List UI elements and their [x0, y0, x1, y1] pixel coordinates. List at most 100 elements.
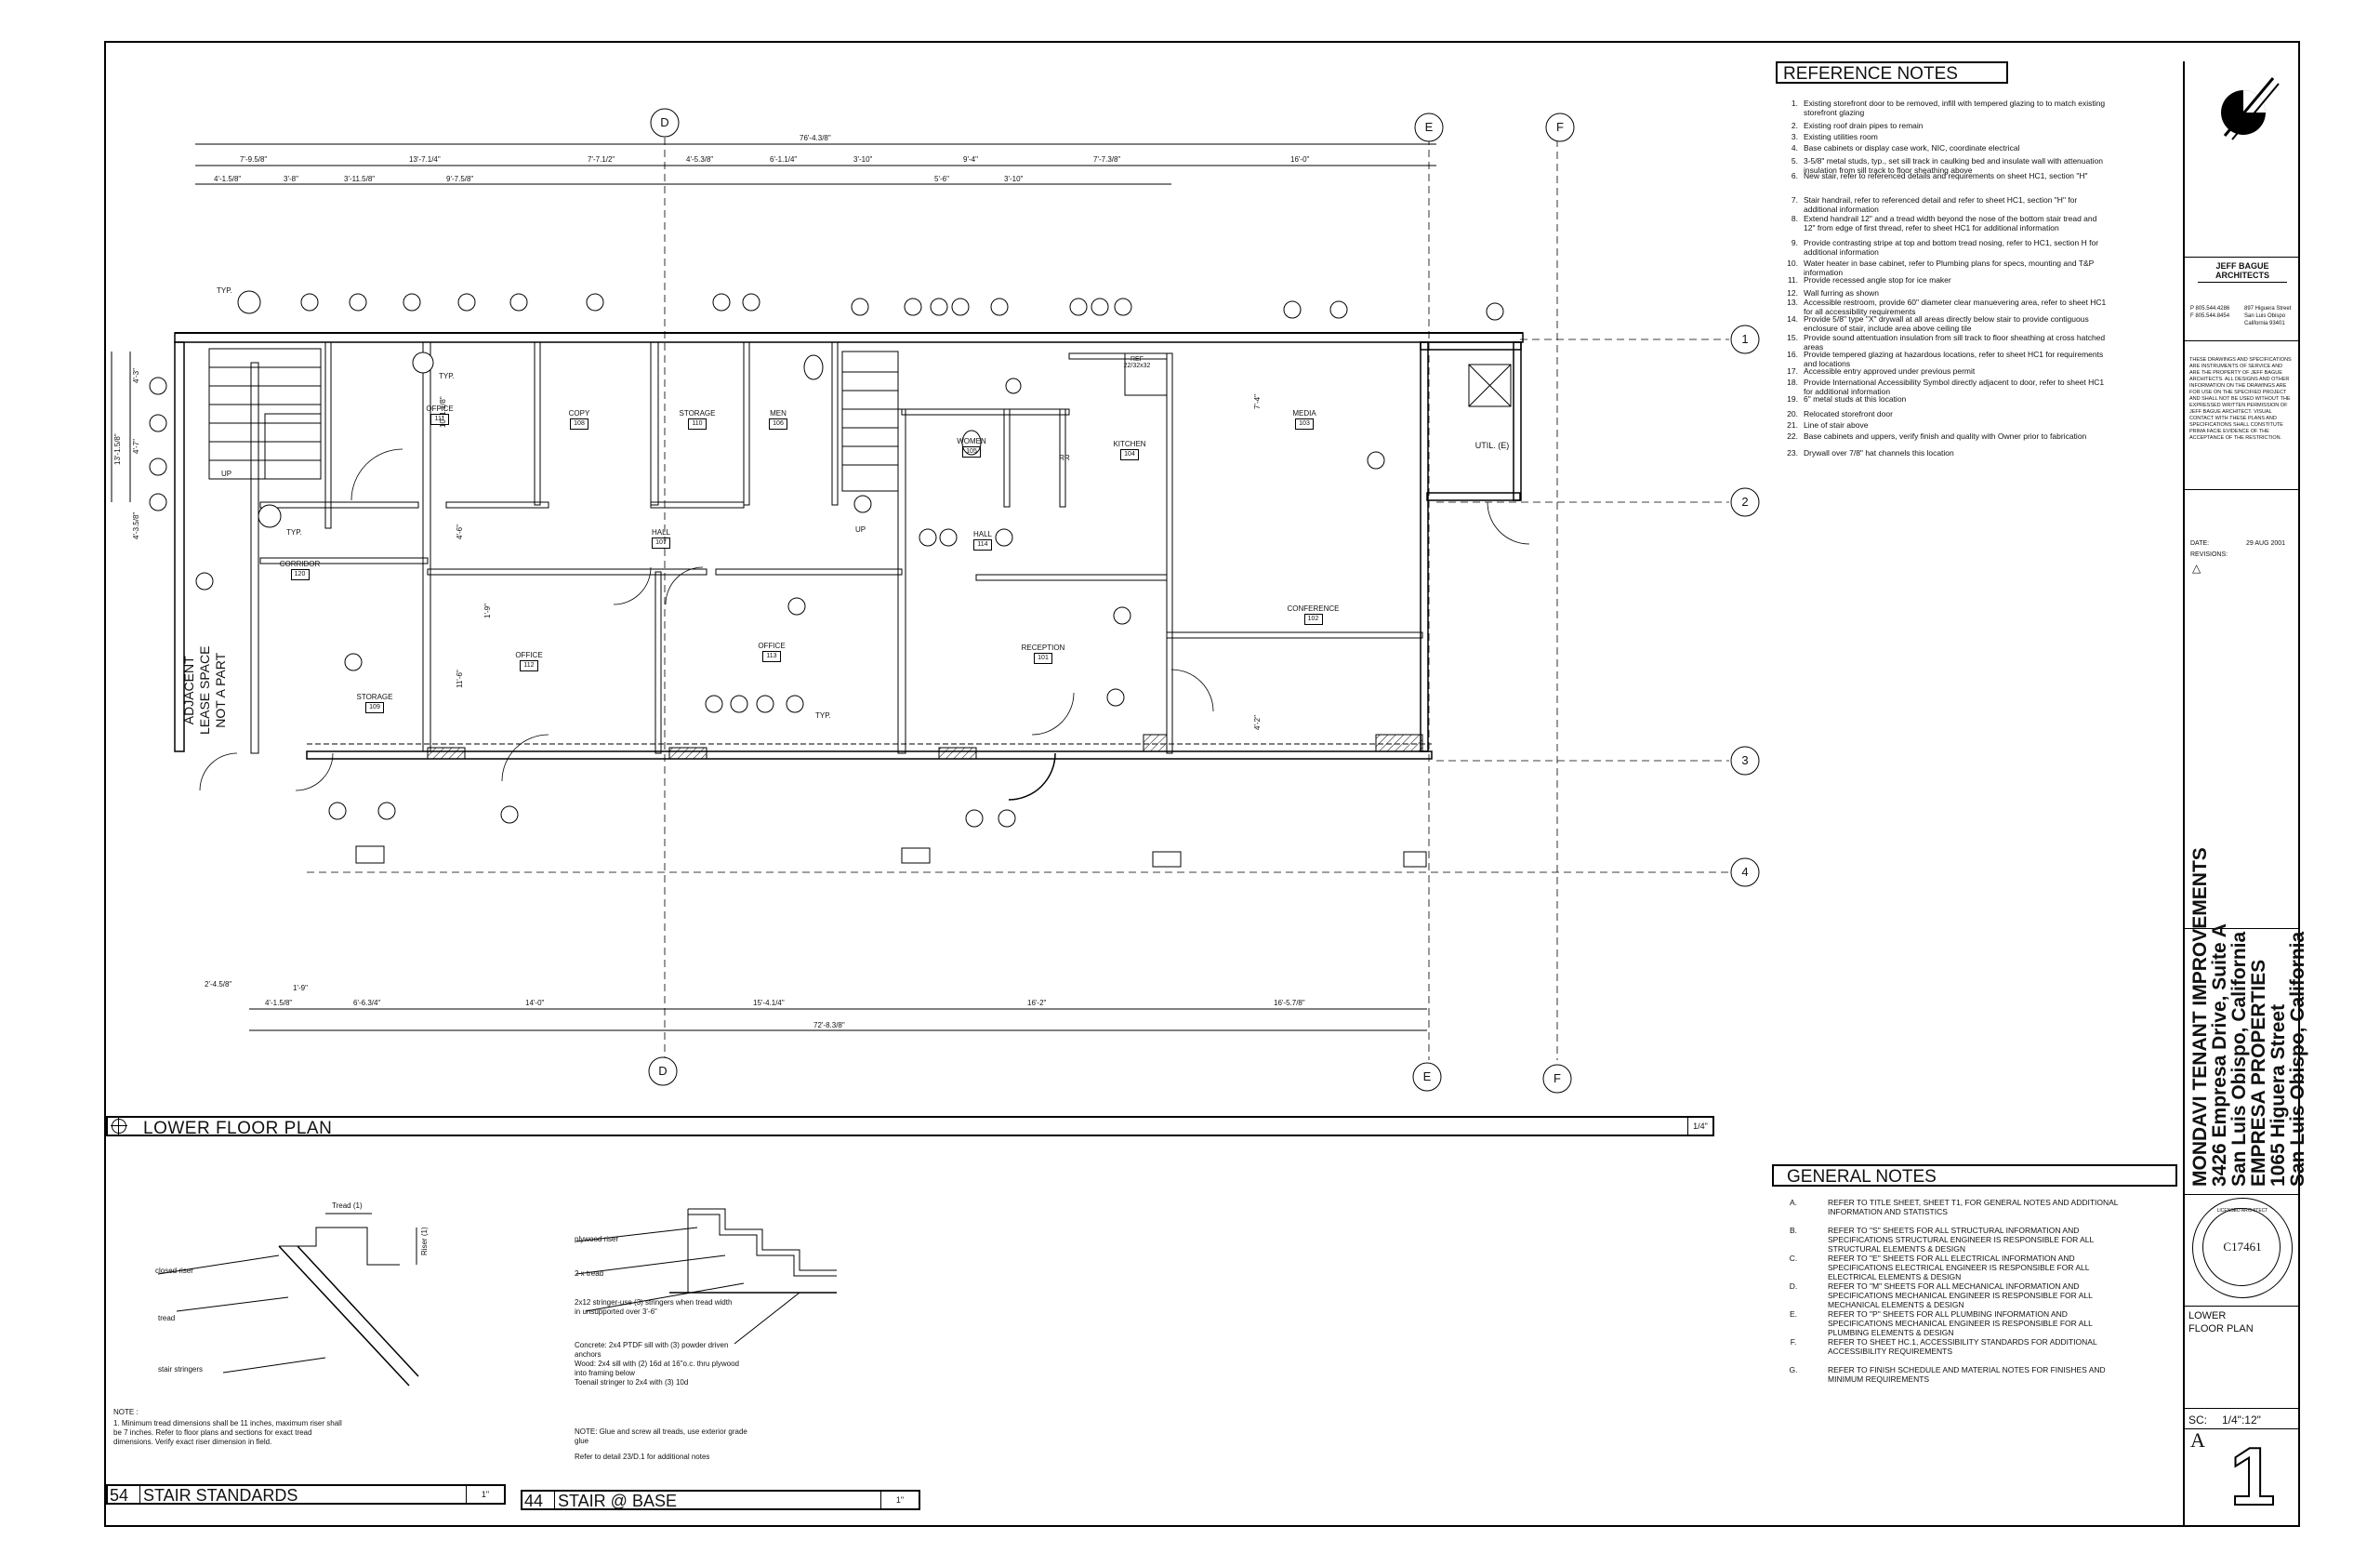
date-label: DATE: — [2190, 540, 2210, 547]
reference-note-text: Extend handrail 12" and a tread width be… — [1804, 214, 2097, 232]
reference-note-text: Drywall over 7/8" hat channels this loca… — [1804, 448, 1954, 458]
dim-top2-1: 3'-8" — [284, 175, 298, 183]
reference-note-text: Provide International Accessibility Symb… — [1804, 378, 2105, 396]
up-label-east: UP — [855, 525, 866, 534]
wall-men-w — [743, 341, 750, 506]
reference-note-number: 8. — [1791, 214, 1798, 223]
firm-addr-2: San Luis Obispo — [2244, 313, 2286, 319]
room-rr: RR — [1059, 454, 1070, 462]
reference-note-number: 18. — [1787, 378, 1798, 387]
grid-bubble-e-bottom — [1412, 1062, 1442, 1092]
grid-bubble-d-bottom — [648, 1056, 678, 1086]
reference-note-text: Water heater in base cabinet, refer to P… — [1804, 259, 2095, 277]
grid-label-1: 1 — [1741, 332, 1749, 346]
typ-label-4: TYP. — [815, 711, 831, 720]
stair-base-title: STAIR @ BASE — [558, 1492, 677, 1510]
plan-scale: 1/4" — [1687, 1118, 1712, 1135]
dim-top2-2: 3'-11.5/8" — [344, 175, 376, 183]
grid-bubble-d-top — [650, 108, 680, 138]
wall-south — [306, 750, 1433, 760]
base-label-concrete: Concrete: 2x4 PTDF sill with (3) powder … — [575, 1341, 729, 1359]
general-note-text: REFER TO TITLE SHEET, SHEET T1, FOR GENE… — [1828, 1198, 2119, 1216]
general-note-letter: G. — [1789, 1365, 1798, 1374]
stair-east — [841, 351, 899, 492]
typ-label: TYP. — [217, 286, 232, 295]
general-note-letter: E. — [1789, 1309, 1798, 1319]
dim-top-0: 7'-9.5/8" — [240, 155, 268, 164]
wall-hall-s2 — [715, 568, 903, 576]
wall-office113-w — [654, 571, 662, 754]
floor-drain — [1468, 364, 1512, 407]
dim-misc-7: 4'-2" — [1253, 715, 1262, 730]
reference-note-number: 7. — [1791, 195, 1798, 205]
reference-note-text: Existing utilities room — [1804, 132, 1878, 141]
reference-note-number: 6. — [1791, 171, 1798, 180]
ref-box — [1124, 352, 1168, 396]
reference-note-number: 5. — [1791, 156, 1798, 166]
toilet-men — [803, 354, 824, 380]
wall-reception-w — [897, 408, 906, 754]
owner-name: EMPRESA PROPERTIES — [2248, 959, 2269, 1187]
reference-note-text: 6" metal studs at this location — [1804, 394, 1907, 404]
reference-note-text: Stair handrail, refer to referenced deta… — [1804, 195, 2078, 214]
revision-triangle-icon: △ — [2192, 562, 2202, 575]
owner-city: San Luis Obispo, California — [2287, 931, 2308, 1187]
reference-note-text: New stair, refer to referenced details a… — [1804, 171, 2088, 180]
up-label-west: UP — [221, 470, 232, 478]
reference-note-number: 19. — [1787, 394, 1798, 404]
wall-storage-n — [259, 557, 429, 564]
wall-media-s — [1166, 631, 1423, 639]
grid-label-f-top: F — [1556, 120, 1564, 134]
wall-reception-n — [975, 574, 1168, 581]
stair-base-drawing — [575, 1208, 837, 1345]
stair-west — [208, 348, 322, 480]
room-util: UTIL. (E) — [1474, 441, 1510, 450]
scale-value: 1/4":12" — [2222, 1414, 2261, 1427]
dim-top2-3: 9'-7.5/8" — [446, 175, 474, 183]
reference-note-text: Line of stair above — [1804, 420, 1869, 430]
reference-notes-header: REFERENCE NOTES — [1776, 61, 2008, 84]
grid-label-d-top: D — [660, 115, 669, 129]
reference-note-text: 3-5/8" metal studs, typ., set sill track… — [1804, 156, 2103, 175]
toilet-women — [961, 430, 982, 456]
firm-phone: P 805.544.4286 — [2190, 306, 2230, 312]
stair-base-title-bar: 44 STAIR @ BASE 1" — [521, 1490, 920, 1510]
reference-note-number: 3. — [1791, 132, 1798, 141]
dim-bottom-1: 6'-6.3/4" — [353, 999, 381, 1007]
wall-women-n — [901, 408, 1070, 416]
detail-num-54: 54 — [110, 1486, 129, 1505]
base-label-wood: Wood: 2x4 sill with (2) 16d at 16"o.c. t… — [575, 1360, 740, 1377]
general-notes-list: A.REFER TO TITLE SHEET, SHEET T1, FOR GE… — [1781, 1198, 2153, 1430]
reference-note-text: Accessible entry approved under previous… — [1804, 366, 1976, 376]
reference-note-number: 4. — [1791, 143, 1798, 153]
reference-note-number: 21. — [1787, 420, 1798, 430]
plan-title-bar: LOWER FLOOR PLAN 1/4" — [106, 1116, 1714, 1138]
wall-corridor — [250, 362, 259, 754]
wall-east — [1420, 341, 1429, 752]
owner-address: 1065 Higuera Street — [2268, 1003, 2289, 1187]
dim-top-7: 7'-7.3/8" — [1093, 155, 1121, 164]
floor-plan-drawing — [111, 108, 1760, 1094]
typ-label-3: TYP. — [286, 528, 302, 537]
reference-notes-list: 1.Existing storefront door to be removed… — [1776, 99, 2110, 638]
dim-top-3: 4'-5.3/8" — [686, 155, 714, 164]
base-label-toenail: Toenail stringer to 2x4 with (3) 10d — [575, 1378, 689, 1387]
general-note-text: REFER TO "M" SHEETS FOR ALL MECHANICAL I… — [1828, 1281, 2093, 1309]
general-notes-header: GENERAL NOTES — [1772, 1164, 2177, 1187]
project-info: MONDAVI TENANT IMPROVEMENTS 3426 Empresa… — [2189, 847, 2308, 1187]
base-note-2: Refer to detail 23/D.1 for additional no… — [575, 1453, 710, 1461]
general-note-letter: D. — [1789, 1281, 1798, 1291]
reference-note-text: Provide tempered glazing at hazardous lo… — [1804, 350, 2104, 368]
firm-addr-3: California 93401 — [2244, 321, 2285, 326]
stamp-license-number: C17461 — [2223, 1240, 2262, 1254]
util-east-wall — [1513, 341, 1522, 501]
dim-top-4: 6'-1.1/4" — [770, 155, 798, 164]
project-city: San Luis Obispo, California — [2228, 931, 2250, 1187]
